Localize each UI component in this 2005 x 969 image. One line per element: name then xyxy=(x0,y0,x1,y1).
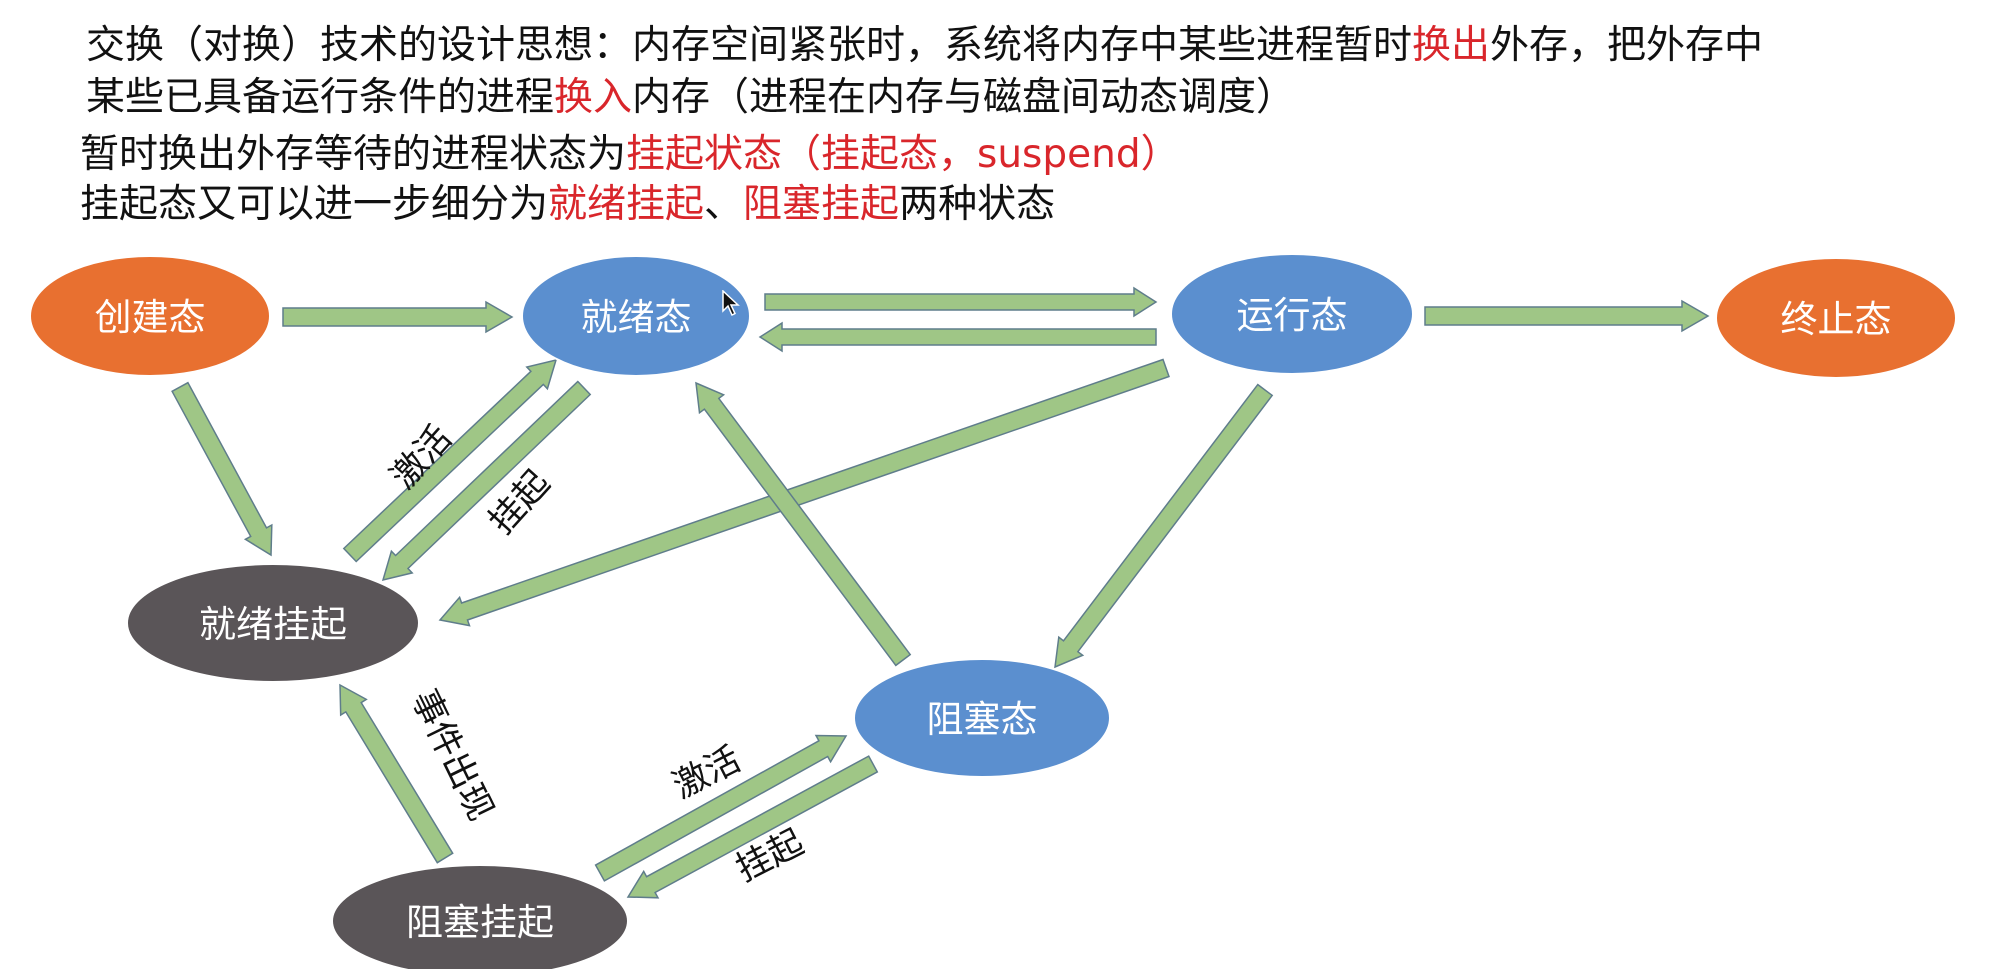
blocked-state-label: 阻塞态 xyxy=(927,698,1038,741)
definition-separator: 、 xyxy=(704,182,744,227)
definition-line-2-text: 挂起态又可以进一步细分为 xyxy=(80,182,549,227)
mouse-pointer-icon xyxy=(722,290,740,317)
arrow-running-to-terminated xyxy=(1424,299,1710,333)
ready-suspend-state-label: 就绪挂起 xyxy=(199,603,347,646)
transition-arrows xyxy=(171,286,1710,899)
terminated-state-label: 终止态 xyxy=(1781,298,1892,341)
intro-line-1-tail: 外存，把外存中 xyxy=(1490,23,1764,68)
arrow-ready-to-ready-suspend xyxy=(381,380,592,582)
definition-line-1: 暂时换出外存等待的进程状态为挂起状态（挂起态，suspend） xyxy=(80,130,1180,180)
ready-state-label: 就绪态 xyxy=(581,296,692,339)
arrow-blocked-suspend-to-blocked xyxy=(594,734,848,882)
create-state-node xyxy=(29,255,271,377)
blocked-suspend-highlight: 阻塞挂起 xyxy=(743,182,900,227)
state-nodes: 创建态 就绪态 运行态 终止态 就绪挂起 阻塞态 阻塞挂起 xyxy=(29,253,1957,969)
definition-line-1-text: 暂时换出外存等待的进程状态为 xyxy=(80,132,627,177)
ready-suspend-state-node xyxy=(126,563,420,683)
intro-line-2-tail: 内存（进程在内存与磁盘间动态调度） xyxy=(632,75,1296,120)
definitions-paragraph: 暂时换出外存等待的进程状态为挂起状态（挂起态，suspend） 挂起态又可以进一… xyxy=(80,130,1180,230)
terminated-state-node xyxy=(1715,257,1957,379)
transition-labels: 激活 挂起 事件出现 激活 挂起 xyxy=(384,418,811,890)
suspend-state-highlight: 挂起状态（挂起态，suspend） xyxy=(626,132,1180,177)
arrow-blocked-to-ready xyxy=(695,381,912,667)
arrow-running-to-blocked xyxy=(1054,383,1274,669)
arrow-create-to-ready xyxy=(282,300,514,334)
swap-in-highlight: 换入 xyxy=(554,75,633,120)
intro-line-2-text: 某些已具备运行条件的进程 xyxy=(86,75,555,120)
definition-line-2: 挂起态又可以进一步细分为就绪挂起、阻塞挂起两种状态 xyxy=(80,180,1180,230)
blocked-suspend-state-label: 阻塞挂起 xyxy=(406,901,554,944)
ready-suspend-highlight: 就绪挂起 xyxy=(548,182,705,227)
intro-line-2: 某些已具备运行条件的进程换入内存（进程在内存与磁盘间动态调度） xyxy=(86,72,1763,124)
arrow-ready-suspend-to-ready xyxy=(342,358,558,563)
arrow-ready-to-running xyxy=(764,286,1158,318)
intro-paragraph: 交换（对换）技术的设计思想：内存空间紧张时，系统将内存中某些进程暂时换出外存，把… xyxy=(86,20,1763,124)
running-state-label: 运行态 xyxy=(1237,294,1348,337)
ready-state-node xyxy=(521,255,751,377)
arrow-running-to-ready xyxy=(758,321,1157,353)
swap-out-highlight: 换出 xyxy=(1412,23,1491,68)
arrow-running-to-ready-suspend xyxy=(438,358,1170,627)
blocked-suspend-state-node xyxy=(331,864,629,969)
blocked-state-node xyxy=(853,658,1111,778)
arrow-blocked-suspend-to-ready-suspend xyxy=(339,683,454,864)
definition-line-2-tail: 两种状态 xyxy=(899,182,1056,227)
arrow-blocked-to-blocked-suspend xyxy=(626,755,879,899)
intro-line-1: 交换（对换）技术的设计思想：内存空间紧张时，系统将内存中某些进程暂时换出外存，把… xyxy=(86,20,1763,72)
arrow-create-to-ready-suspend xyxy=(171,381,273,557)
intro-line-1-text: 交换（对换）技术的设计思想：内存空间紧张时，系统将内存中某些进程暂时 xyxy=(86,23,1413,68)
activate-ready-label: 激活 xyxy=(384,418,461,497)
running-state-node xyxy=(1170,253,1414,375)
create-state-label: 创建态 xyxy=(95,296,206,339)
